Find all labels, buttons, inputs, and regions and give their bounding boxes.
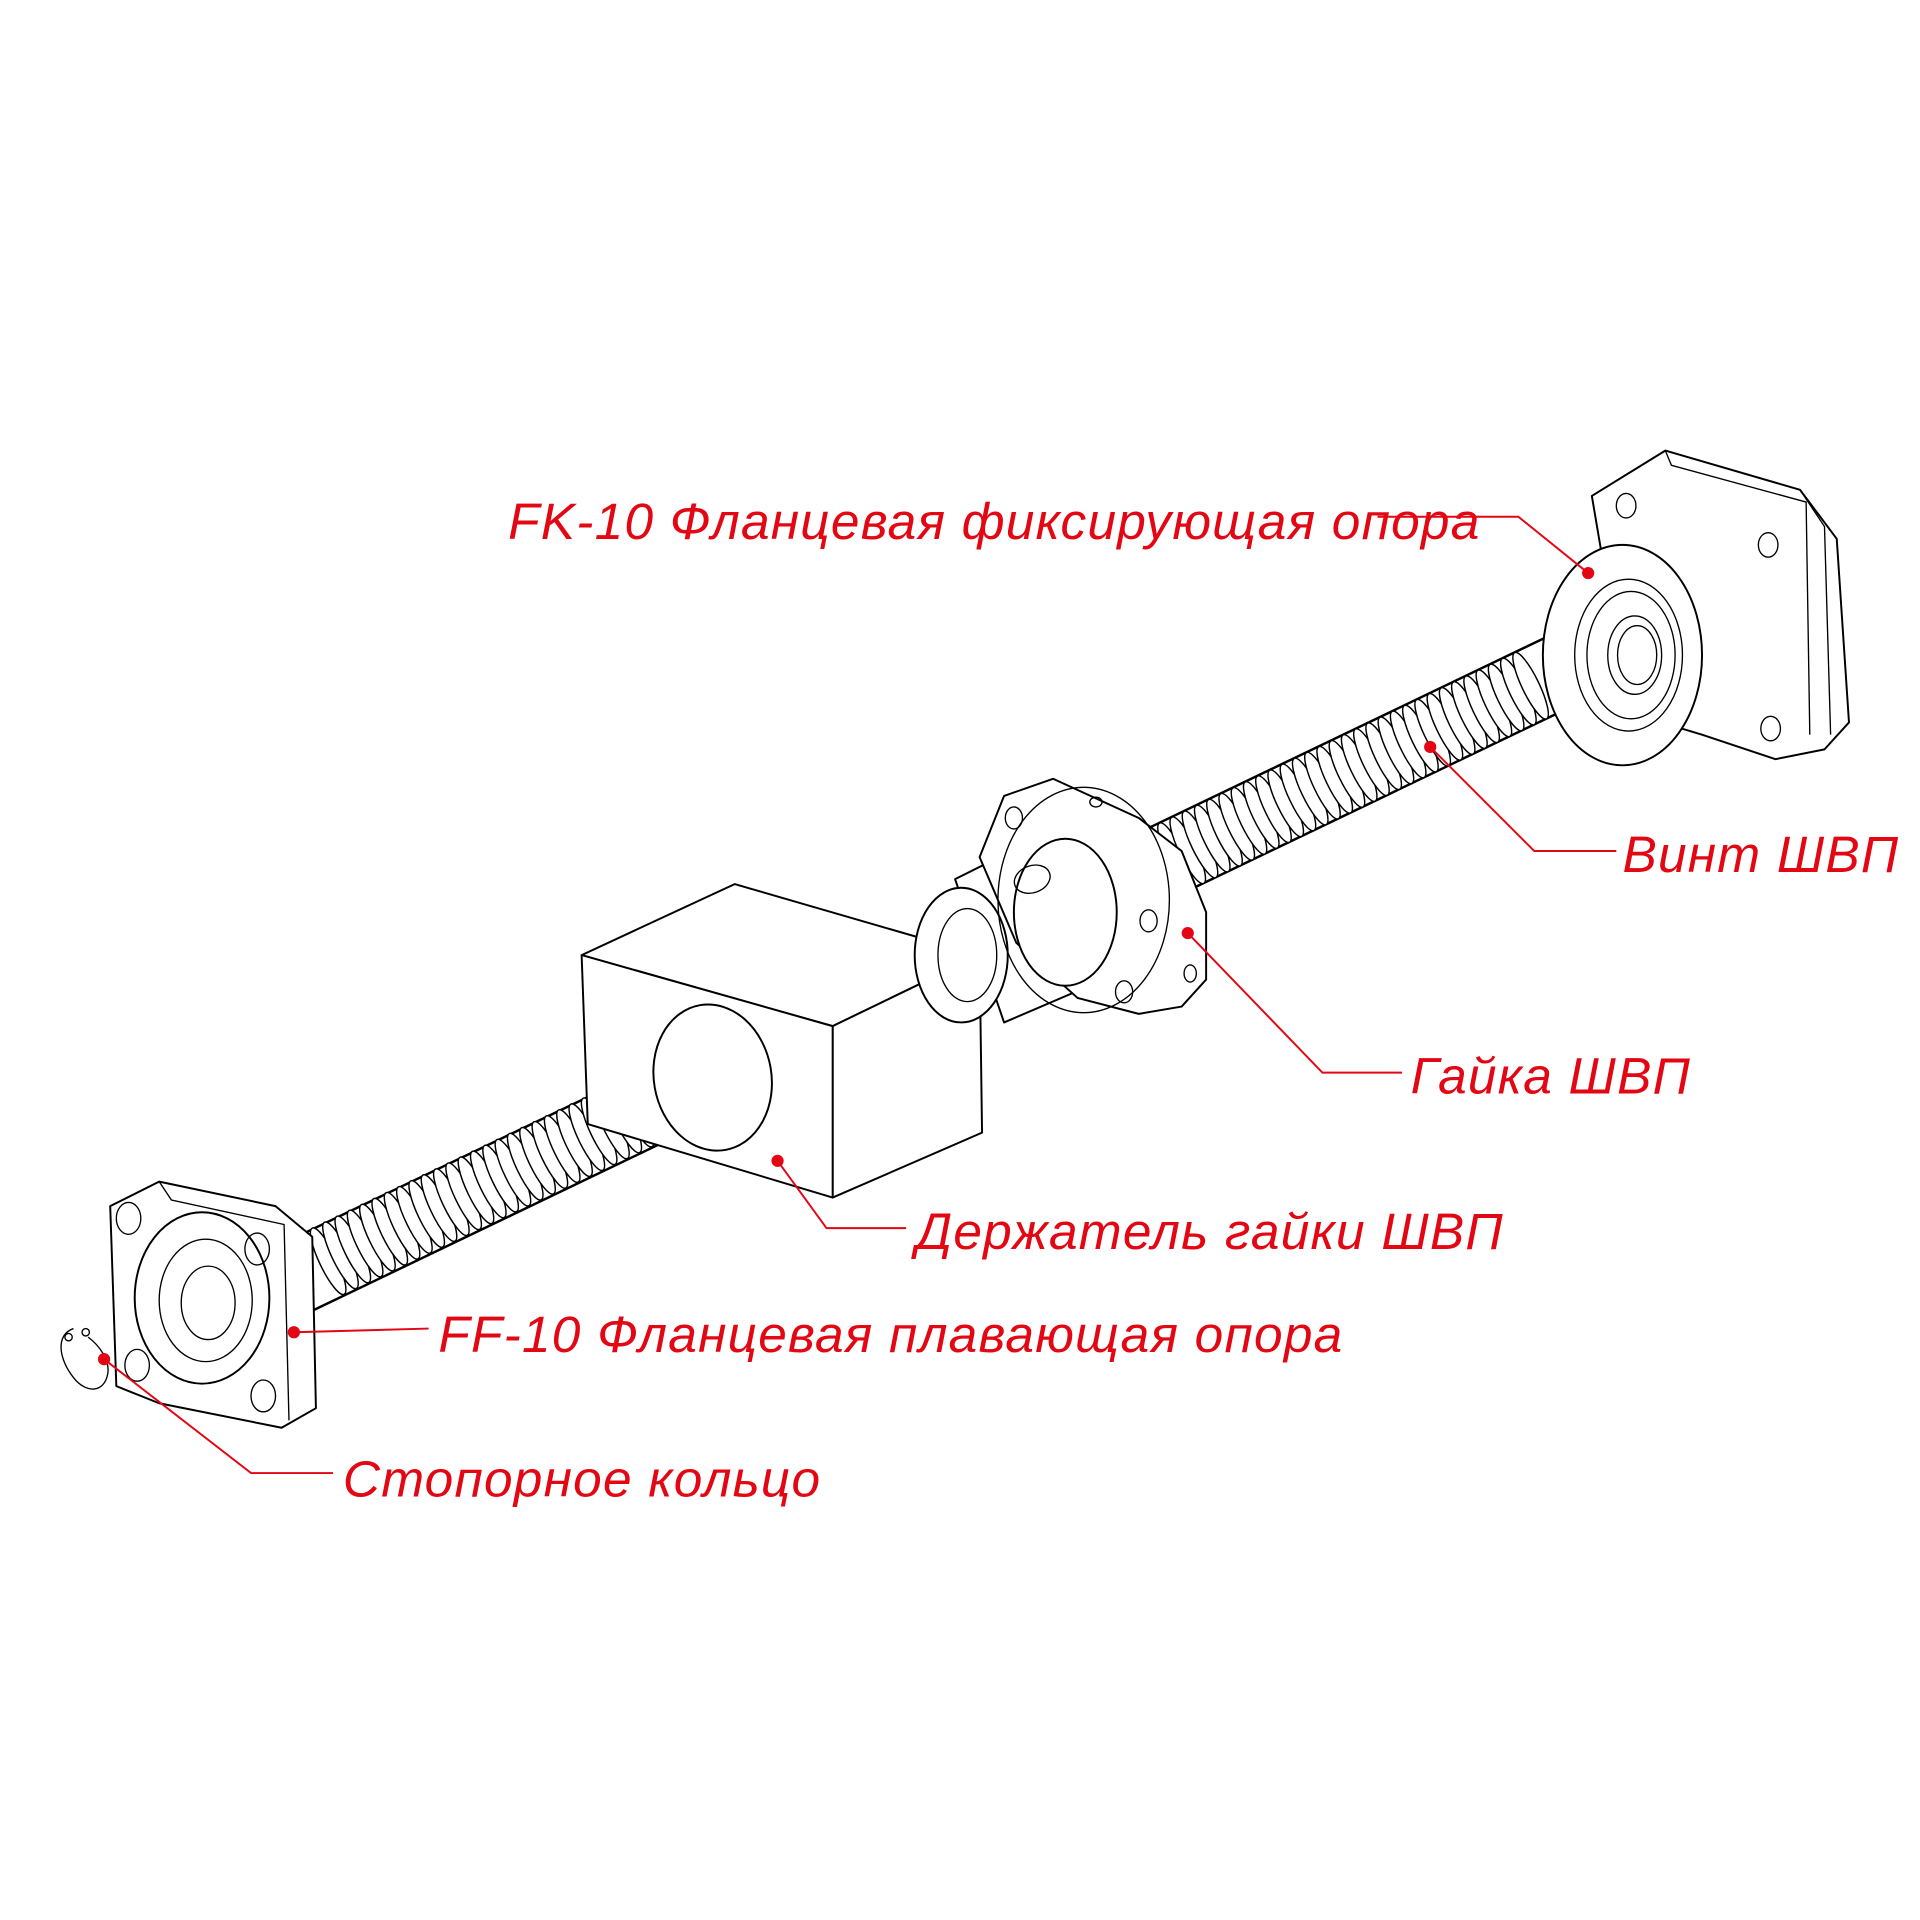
callout-ff10: FF-10 Фланцевая плавающая опора	[287, 1305, 1343, 1363]
callout-dot	[287, 1326, 300, 1339]
callout-dot	[771, 1154, 784, 1167]
thread-ring	[1512, 651, 1550, 720]
label-ring: Стопорное кольцо	[343, 1449, 822, 1507]
callout-nut: Гайка ШВП	[1181, 926, 1691, 1104]
fk10-fixed-support	[1541, 449, 1850, 767]
callout-ring: Стопорное кольцо	[97, 1353, 822, 1507]
callout-dot	[1582, 566, 1595, 580]
ff10-floating-support	[109, 1180, 317, 1429]
callout-fk10: FK-10 Фланцевая фиксирующая опора	[508, 492, 1595, 580]
ball-nut	[913, 777, 1208, 1024]
callout-dot	[97, 1353, 111, 1366]
label-holder: Держатель гайки ШВП	[911, 1202, 1504, 1260]
callout-dot	[1181, 926, 1194, 940]
label-screw: Винт ШВП	[1622, 825, 1899, 883]
label-nut: Гайка ШВП	[1411, 1046, 1691, 1104]
callout-holder: Держатель гайки ШВП	[771, 1154, 1504, 1260]
label-ff10: FF-10 Фланцевая плавающая опора	[438, 1305, 1343, 1363]
callout-dot	[1424, 740, 1437, 754]
nut-holder-block	[580, 883, 984, 1199]
label-fk10: FK-10 Фланцевая фиксирующая опора	[508, 492, 1480, 550]
callout-screw: Винт ШВП	[1424, 740, 1899, 883]
